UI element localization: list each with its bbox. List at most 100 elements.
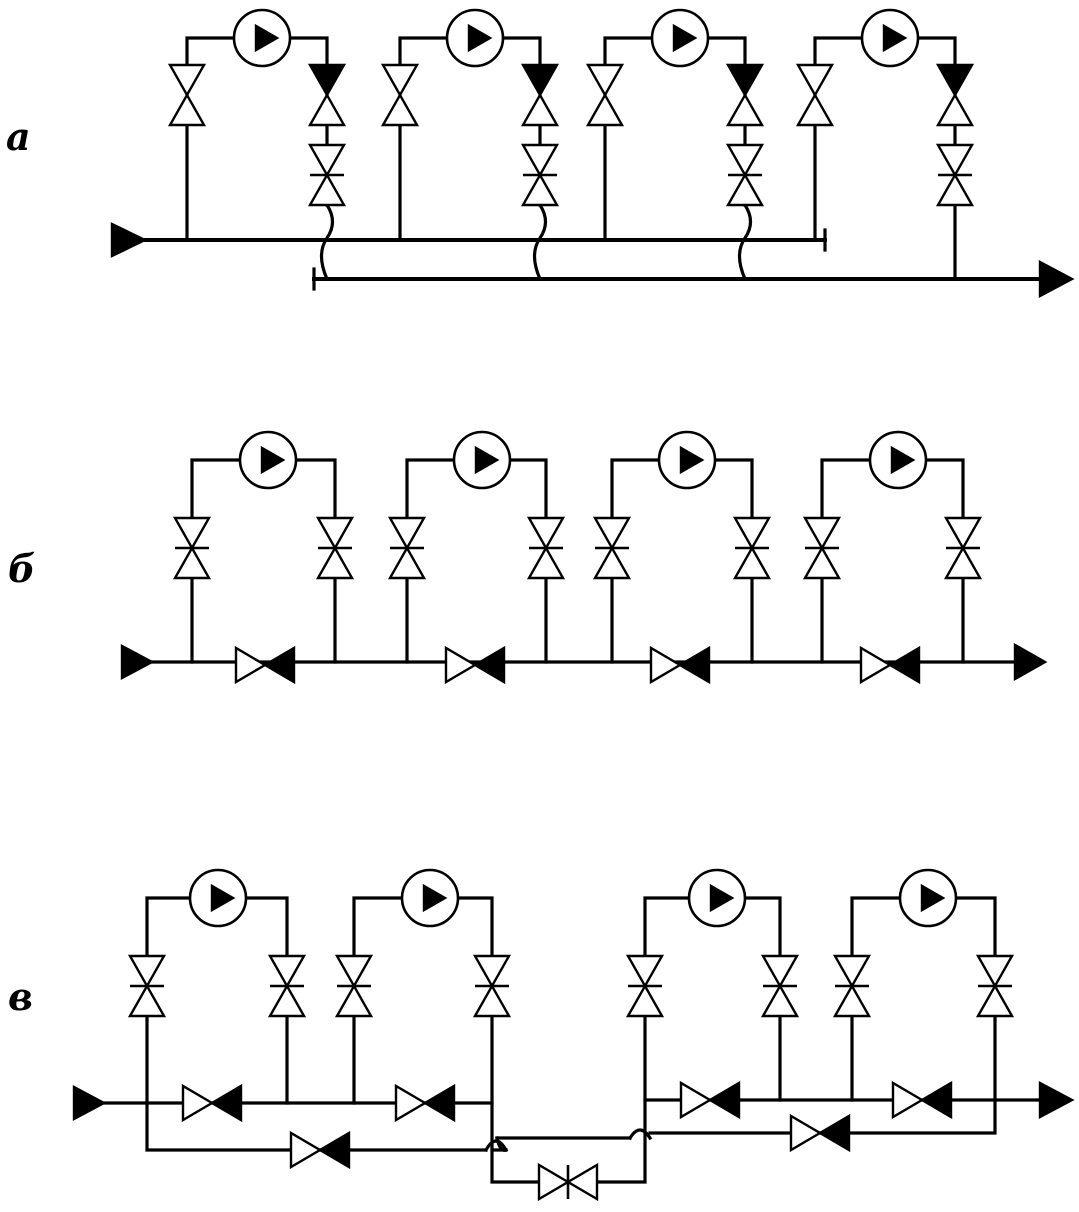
valve-icon bbox=[172, 516, 212, 551]
valve-icon bbox=[679, 1080, 713, 1120]
valve-icon bbox=[760, 954, 800, 989]
valve-icon bbox=[234, 645, 268, 685]
pump-arrow-icon bbox=[672, 23, 698, 53]
valve-icon bbox=[315, 545, 355, 580]
check-valve-icon bbox=[317, 1130, 351, 1170]
valve-icon bbox=[181, 1083, 215, 1123]
scheme-a bbox=[110, 36, 1075, 298]
valve-icon bbox=[802, 516, 842, 551]
valve-icon bbox=[127, 954, 167, 989]
pump-arrow-icon bbox=[210, 883, 236, 913]
valve-icon bbox=[795, 63, 835, 98]
valve-icon bbox=[891, 1080, 925, 1120]
valve-icon bbox=[795, 92, 835, 127]
check-valve-icon bbox=[307, 63, 347, 98]
valve-icon bbox=[760, 983, 800, 1018]
valve-icon bbox=[267, 983, 307, 1018]
valve-icon bbox=[172, 545, 212, 580]
valve-icon bbox=[334, 983, 374, 1018]
valve-icon bbox=[526, 516, 566, 551]
valve-icon bbox=[789, 1113, 823, 1153]
valve-icon bbox=[592, 516, 632, 551]
pump-arrow-icon bbox=[890, 445, 916, 475]
label-scheme-a: а bbox=[6, 114, 31, 159]
symbols bbox=[127, 8, 1015, 1202]
pump-arrow-icon bbox=[882, 23, 908, 53]
valve-icon bbox=[167, 63, 207, 98]
valve-icon bbox=[732, 516, 772, 551]
check-valve-icon bbox=[919, 1080, 953, 1120]
check-valve-icon bbox=[472, 645, 506, 685]
valve-icon bbox=[943, 516, 983, 551]
pump-arrow-icon bbox=[467, 23, 493, 53]
valve-icon bbox=[444, 645, 478, 685]
valve-icon bbox=[943, 545, 983, 580]
check-valve-icon bbox=[887, 645, 921, 685]
flow-arrow-icon bbox=[1038, 1081, 1075, 1119]
valve-icon bbox=[649, 645, 683, 685]
check-valve-icon bbox=[677, 645, 711, 685]
check-valve-icon bbox=[725, 63, 765, 98]
valve-icon bbox=[802, 545, 842, 580]
pump-arrow-icon bbox=[474, 445, 500, 475]
valve-icon bbox=[267, 954, 307, 989]
valve-icon bbox=[387, 516, 427, 551]
valve-icon bbox=[380, 63, 420, 98]
check-valve-icon bbox=[422, 1083, 456, 1123]
valve-icon bbox=[625, 983, 665, 1018]
check-valve-icon bbox=[209, 1083, 243, 1123]
check-valve-icon bbox=[520, 63, 560, 98]
valve-icon bbox=[315, 516, 355, 551]
check-valve-icon bbox=[817, 1113, 851, 1153]
pump-arrow-icon bbox=[422, 883, 448, 913]
check-valve-icon bbox=[262, 645, 296, 685]
flow-arrow-icon bbox=[72, 1085, 107, 1121]
valve-icon bbox=[394, 1083, 428, 1123]
valve-icon bbox=[526, 545, 566, 580]
valve-icon bbox=[935, 172, 975, 207]
valve-icon bbox=[387, 545, 427, 580]
check-valve-icon bbox=[565, 1162, 599, 1202]
valve-icon bbox=[975, 983, 1015, 1018]
valve-icon bbox=[520, 172, 560, 207]
flow-arrow-icon bbox=[120, 644, 155, 680]
valve-icon bbox=[520, 92, 560, 127]
flow-arrow-icon bbox=[1013, 642, 1048, 682]
check-valve-icon bbox=[707, 1080, 741, 1120]
valve-icon bbox=[472, 983, 512, 1018]
valve-icon bbox=[725, 172, 765, 207]
valve-icon bbox=[832, 983, 872, 1018]
valve-icon bbox=[725, 92, 765, 127]
valve-icon bbox=[520, 143, 560, 178]
valve-icon bbox=[127, 983, 167, 1018]
valve-icon bbox=[585, 92, 625, 127]
valve-icon bbox=[289, 1130, 323, 1170]
valve-icon bbox=[585, 63, 625, 98]
pump-arrow-icon bbox=[679, 445, 705, 475]
valve-icon bbox=[625, 954, 665, 989]
valve-icon bbox=[732, 545, 772, 580]
valve-icon bbox=[380, 92, 420, 127]
pump-arrow-icon bbox=[709, 883, 735, 913]
scheme-b bbox=[120, 458, 1048, 682]
valve-icon bbox=[859, 645, 893, 685]
pump-arrow-icon bbox=[920, 883, 946, 913]
valve-icon bbox=[537, 1162, 571, 1202]
valve-icon bbox=[167, 92, 207, 127]
scheme-c bbox=[72, 896, 1075, 1184]
valve-icon bbox=[334, 954, 374, 989]
flow-arrow-icon bbox=[110, 222, 148, 258]
valve-icon bbox=[935, 143, 975, 178]
valve-icon bbox=[832, 954, 872, 989]
label-scheme-c: в bbox=[8, 974, 33, 1019]
valve-icon bbox=[975, 954, 1015, 989]
valve-icon bbox=[935, 92, 975, 127]
valve-icon bbox=[592, 545, 632, 580]
pump-arrow-icon bbox=[254, 23, 280, 53]
valve-icon bbox=[725, 143, 765, 178]
valve-icon bbox=[307, 172, 347, 207]
pump-arrow-icon bbox=[260, 445, 286, 475]
label-scheme-b: б bbox=[8, 546, 35, 591]
valve-icon bbox=[307, 143, 347, 178]
